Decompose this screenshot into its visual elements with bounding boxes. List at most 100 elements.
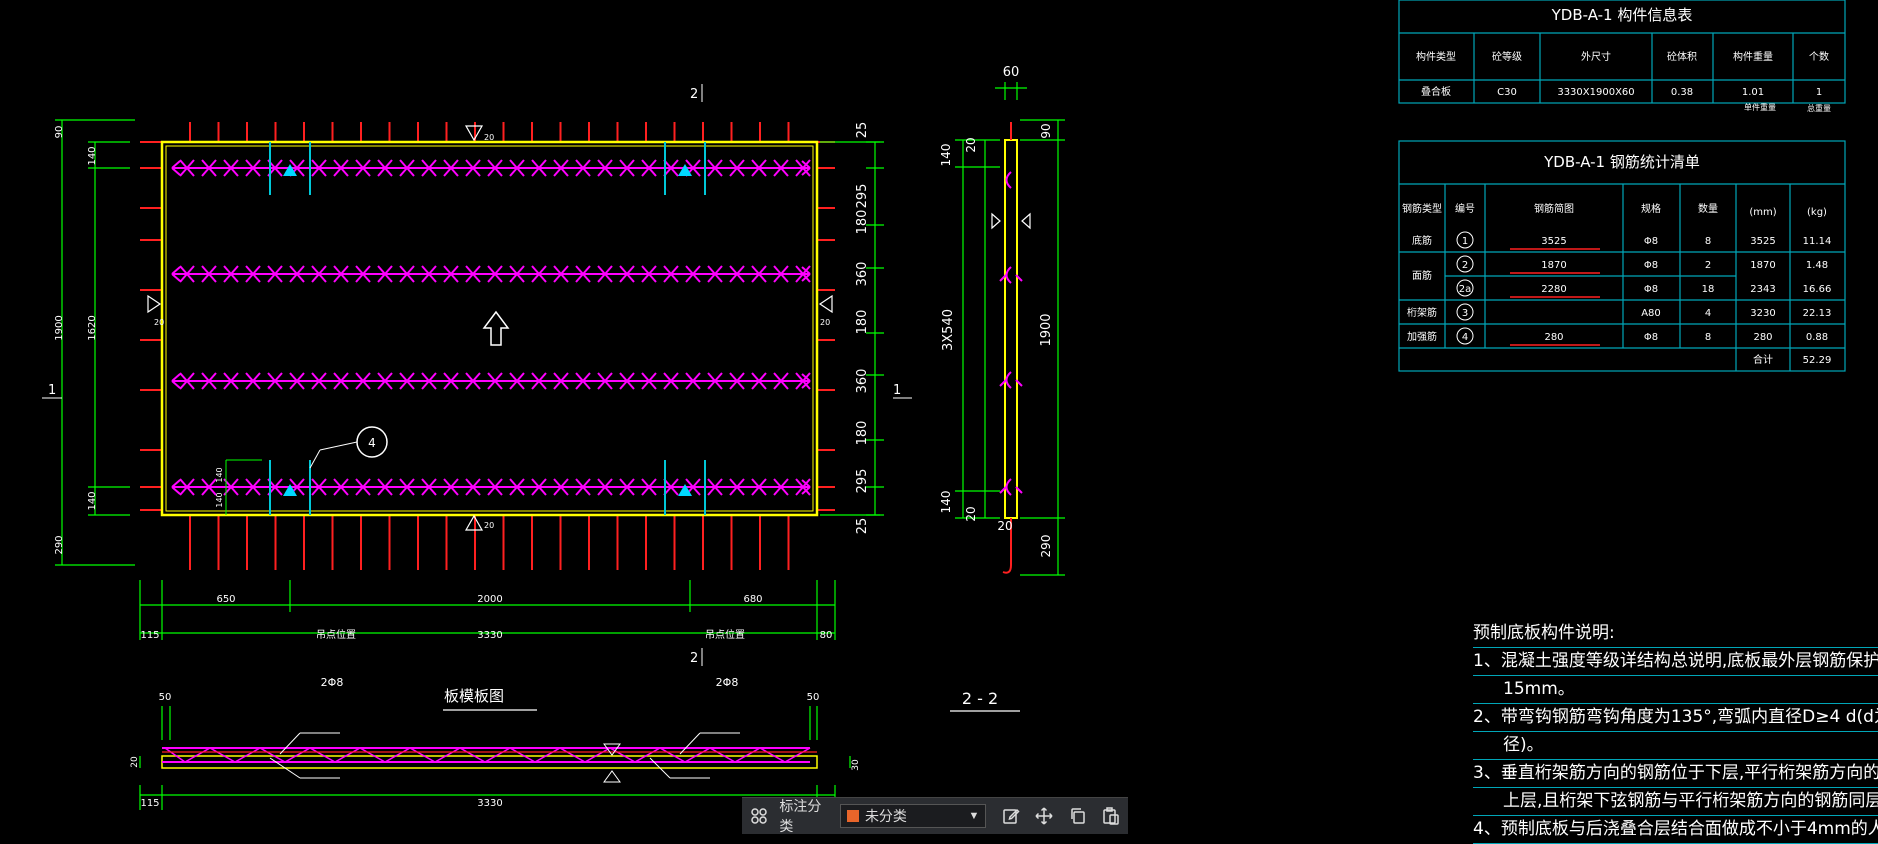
rebar-cell-2-5: 16.66: [1803, 284, 1832, 295]
rebar-h-shape: 钢筋简图: [1534, 202, 1574, 215]
rebar-no-circle-2: [1456, 279, 1474, 297]
dim-140-small-b: 140: [215, 492, 224, 507]
section-mark-left: 1: [48, 383, 56, 398]
callout-number: 4: [368, 436, 376, 450]
edge-mark-left: 20: [154, 318, 164, 327]
rebar-h-spec: 规格: [1641, 202, 1661, 215]
dim-1620: 1620: [87, 315, 98, 340]
dim-right-8: 25: [855, 518, 870, 535]
info-h-count: 个数: [1809, 50, 1829, 63]
slab-outline: [160, 140, 819, 517]
copy-icon[interactable]: [1067, 805, 1088, 827]
note-line-4: 径)。: [1473, 732, 1878, 760]
paste-icon[interactable]: [1101, 805, 1122, 827]
rebar-cell-1-2: Φ8: [1644, 260, 1658, 271]
rebar-cell-4-1: 280: [1544, 332, 1563, 343]
rebar-cell-2-4: 2343: [1750, 284, 1775, 295]
dim-650: 650: [216, 594, 235, 605]
rebar-cell-1-3: 2: [1705, 260, 1711, 271]
dim-right-5: 360: [855, 369, 870, 394]
plan-title: 板模板图: [444, 687, 504, 705]
rebar-cell-1-5: 1.48: [1806, 260, 1828, 271]
category-select[interactable]: 未分类 ▼: [839, 804, 987, 828]
rebar-stat-table: [1398, 140, 1846, 372]
elev-dim-50-left: 50: [159, 692, 172, 703]
dim-1900: 1900: [54, 315, 65, 340]
dim-3330: 3330: [477, 630, 502, 641]
chevron-down-icon: ▼: [968, 810, 980, 822]
elev-dim-3330: 3330: [477, 798, 502, 809]
info-h-grade: 砼等级: [1492, 50, 1522, 63]
move-icon[interactable]: [1034, 805, 1055, 827]
rebar-cell-3-3: 4: [1705, 308, 1711, 319]
rebar-h-wt: (kg): [1807, 207, 1827, 218]
section-dim-20-top: 20: [964, 137, 978, 152]
info-c-grade: C30: [1497, 87, 1517, 98]
rebar-cell-0-4: 3525: [1750, 236, 1775, 247]
elev-dim-115: 115: [140, 798, 159, 809]
dim-115: 115: [140, 630, 159, 641]
elev-label-left: 2Φ8: [321, 676, 344, 689]
dim-right-7: 295: [855, 469, 870, 494]
rebar-cell-4-4: 280: [1753, 332, 1772, 343]
edit-icon[interactable]: [1000, 805, 1021, 827]
info-c-weight: 1.01: [1742, 87, 1764, 98]
info-h-size: 外尺寸: [1581, 50, 1611, 63]
grid-icon[interactable]: [748, 805, 769, 827]
category-color-swatch: [846, 810, 859, 822]
info-table-title: YDB-A-1 构件信息表: [1551, 6, 1693, 24]
info-h-weight: 构件重量: [1733, 50, 1773, 63]
rebar-merged-label: 面筋: [1412, 269, 1432, 282]
rebar-no-3: 3: [1462, 308, 1468, 319]
dim-90: 90: [54, 126, 65, 139]
dim-290: 290: [54, 535, 65, 554]
rebar-cell-0-0: 底筋: [1412, 234, 1432, 247]
section-dim-60: 60: [1003, 65, 1020, 80]
info-c-type: 叠合板: [1421, 85, 1451, 98]
note-line-3: 2、带弯钩钢筋弯钩角度为135°,弯弧内直径D≥4 d(d为钢筋直: [1473, 704, 1878, 732]
rebar-h-type: 钢筋类型: [1402, 202, 1442, 215]
rebar-cell-2-1: 2280: [1541, 284, 1566, 295]
dim-2000: 2000: [477, 594, 502, 605]
rebar-cell-0-5: 11.14: [1803, 236, 1832, 247]
elev-dim-50-right: 50: [807, 692, 820, 703]
elev-label-right: 2Φ8: [716, 676, 739, 689]
rebar-no-2: 2a: [1459, 284, 1472, 295]
plan-view: 4 90 140 1900 1620: [42, 84, 912, 666]
edge-mark-bottom: 20: [484, 521, 494, 530]
note-line-7: 4、预制底板与后浇叠合层结合面做成不小于4mm的人工粗糙面: [1473, 816, 1878, 844]
rebar-cell-2-2: Φ8: [1644, 284, 1658, 295]
info-c-size: 3330X1900X60: [1557, 87, 1634, 98]
rebar-no-4: 4: [1462, 332, 1468, 343]
rebar-no-circle-1: [1456, 255, 1474, 273]
dim-140-small-a: 140: [215, 467, 224, 482]
info-c-count: 1: [1816, 87, 1822, 98]
dim-80: 80: [820, 630, 833, 641]
rebar-total-value: 52.29: [1803, 355, 1832, 366]
edge-mark-right: 20: [820, 318, 830, 327]
note-line-5: 3、垂直桁架筋方向的钢筋位于下层,平行桁架筋方向的钢筋位于: [1473, 760, 1878, 788]
rebar-cell-3-5: 22.13: [1803, 308, 1832, 319]
component-info-table: [1398, 0, 1846, 104]
rebar-cell-4-5: 0.88: [1806, 332, 1828, 343]
section-mark-top: 2: [690, 87, 698, 102]
section-mark-right: 1: [893, 383, 901, 398]
dim-140-bottom: 140: [87, 491, 98, 510]
section-dim-20: 20: [997, 519, 1012, 533]
info-c-volume: 0.38: [1671, 87, 1693, 98]
info-foot-single: 单件重量: [1744, 102, 1776, 112]
dim-right-4: 180: [855, 310, 870, 335]
note-line-1: 1、混凝土强度等级详结构总说明,底板最外层钢筋保护层厚度为: [1473, 648, 1878, 676]
category-select-value: 未分类: [864, 808, 907, 824]
notes-panel: 预制底板构件说明: 1、混凝土强度等级详结构总说明,底板最外层钢筋保护层厚度为 …: [1473, 620, 1878, 844]
info-foot-total: 总重量: [1807, 103, 1831, 113]
rebar-cell-2-3: 18: [1702, 284, 1715, 295]
elevation-view: 板模板图 2 - 2 2Φ8 2Φ8 50 50: [130, 676, 1020, 810]
rebar-cell-3-2: A80: [1641, 308, 1661, 319]
rebar-cell-1-4: 1870: [1750, 260, 1775, 271]
lift-point-label-right: 吊点位置: [705, 628, 745, 641]
annotation-category-label: 标注分类: [779, 798, 822, 834]
dim-680: 680: [743, 594, 762, 605]
rebar-cell-4-0: 加强筋: [1407, 330, 1437, 343]
